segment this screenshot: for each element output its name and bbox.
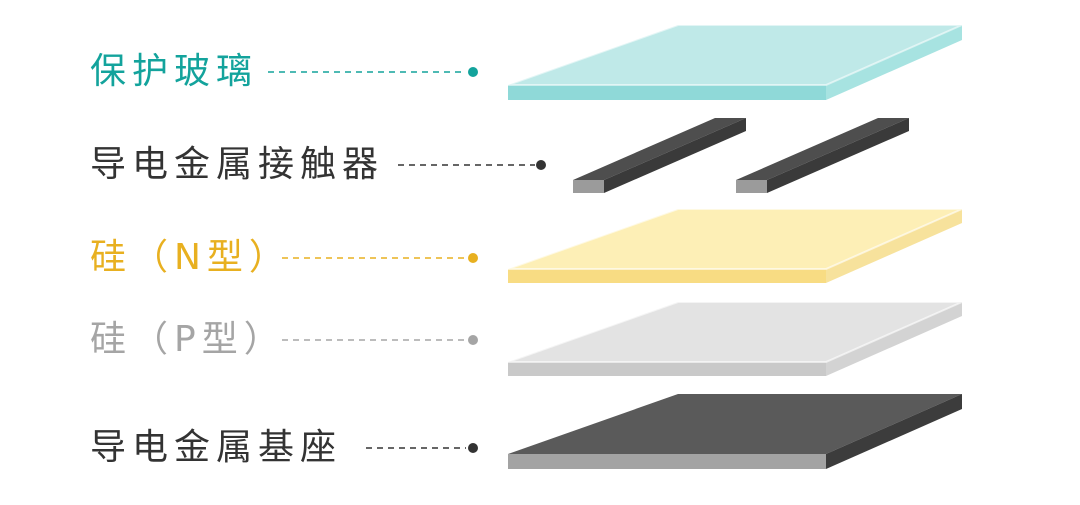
leader-line-silicon-n — [282, 253, 478, 263]
layer-label-protective-glass: 保护玻璃 — [90, 51, 259, 92]
silicon-p-plate — [507, 301, 963, 376]
leader-line-conductive-base — [366, 443, 478, 453]
protective-glass-plate — [507, 24, 963, 100]
silicon-n-plate — [507, 208, 963, 283]
conductive-contact-bar-left — [573, 118, 746, 193]
conductive-contact-bar-right — [736, 118, 909, 193]
layer-label-conductive-contact: 导电金属接触器 — [90, 144, 385, 185]
leader-line-silicon-p — [282, 335, 478, 345]
leader-line-conductive-contact — [398, 160, 546, 170]
conductive-base-plate — [508, 394, 962, 469]
layer-label-conductive-base: 导电金属基座 — [90, 427, 343, 468]
layer-label-silicon-n: 硅（N型） — [90, 237, 291, 278]
layer-label-silicon-p: 硅（P型） — [90, 319, 286, 360]
leader-line-protective-glass — [268, 67, 478, 77]
